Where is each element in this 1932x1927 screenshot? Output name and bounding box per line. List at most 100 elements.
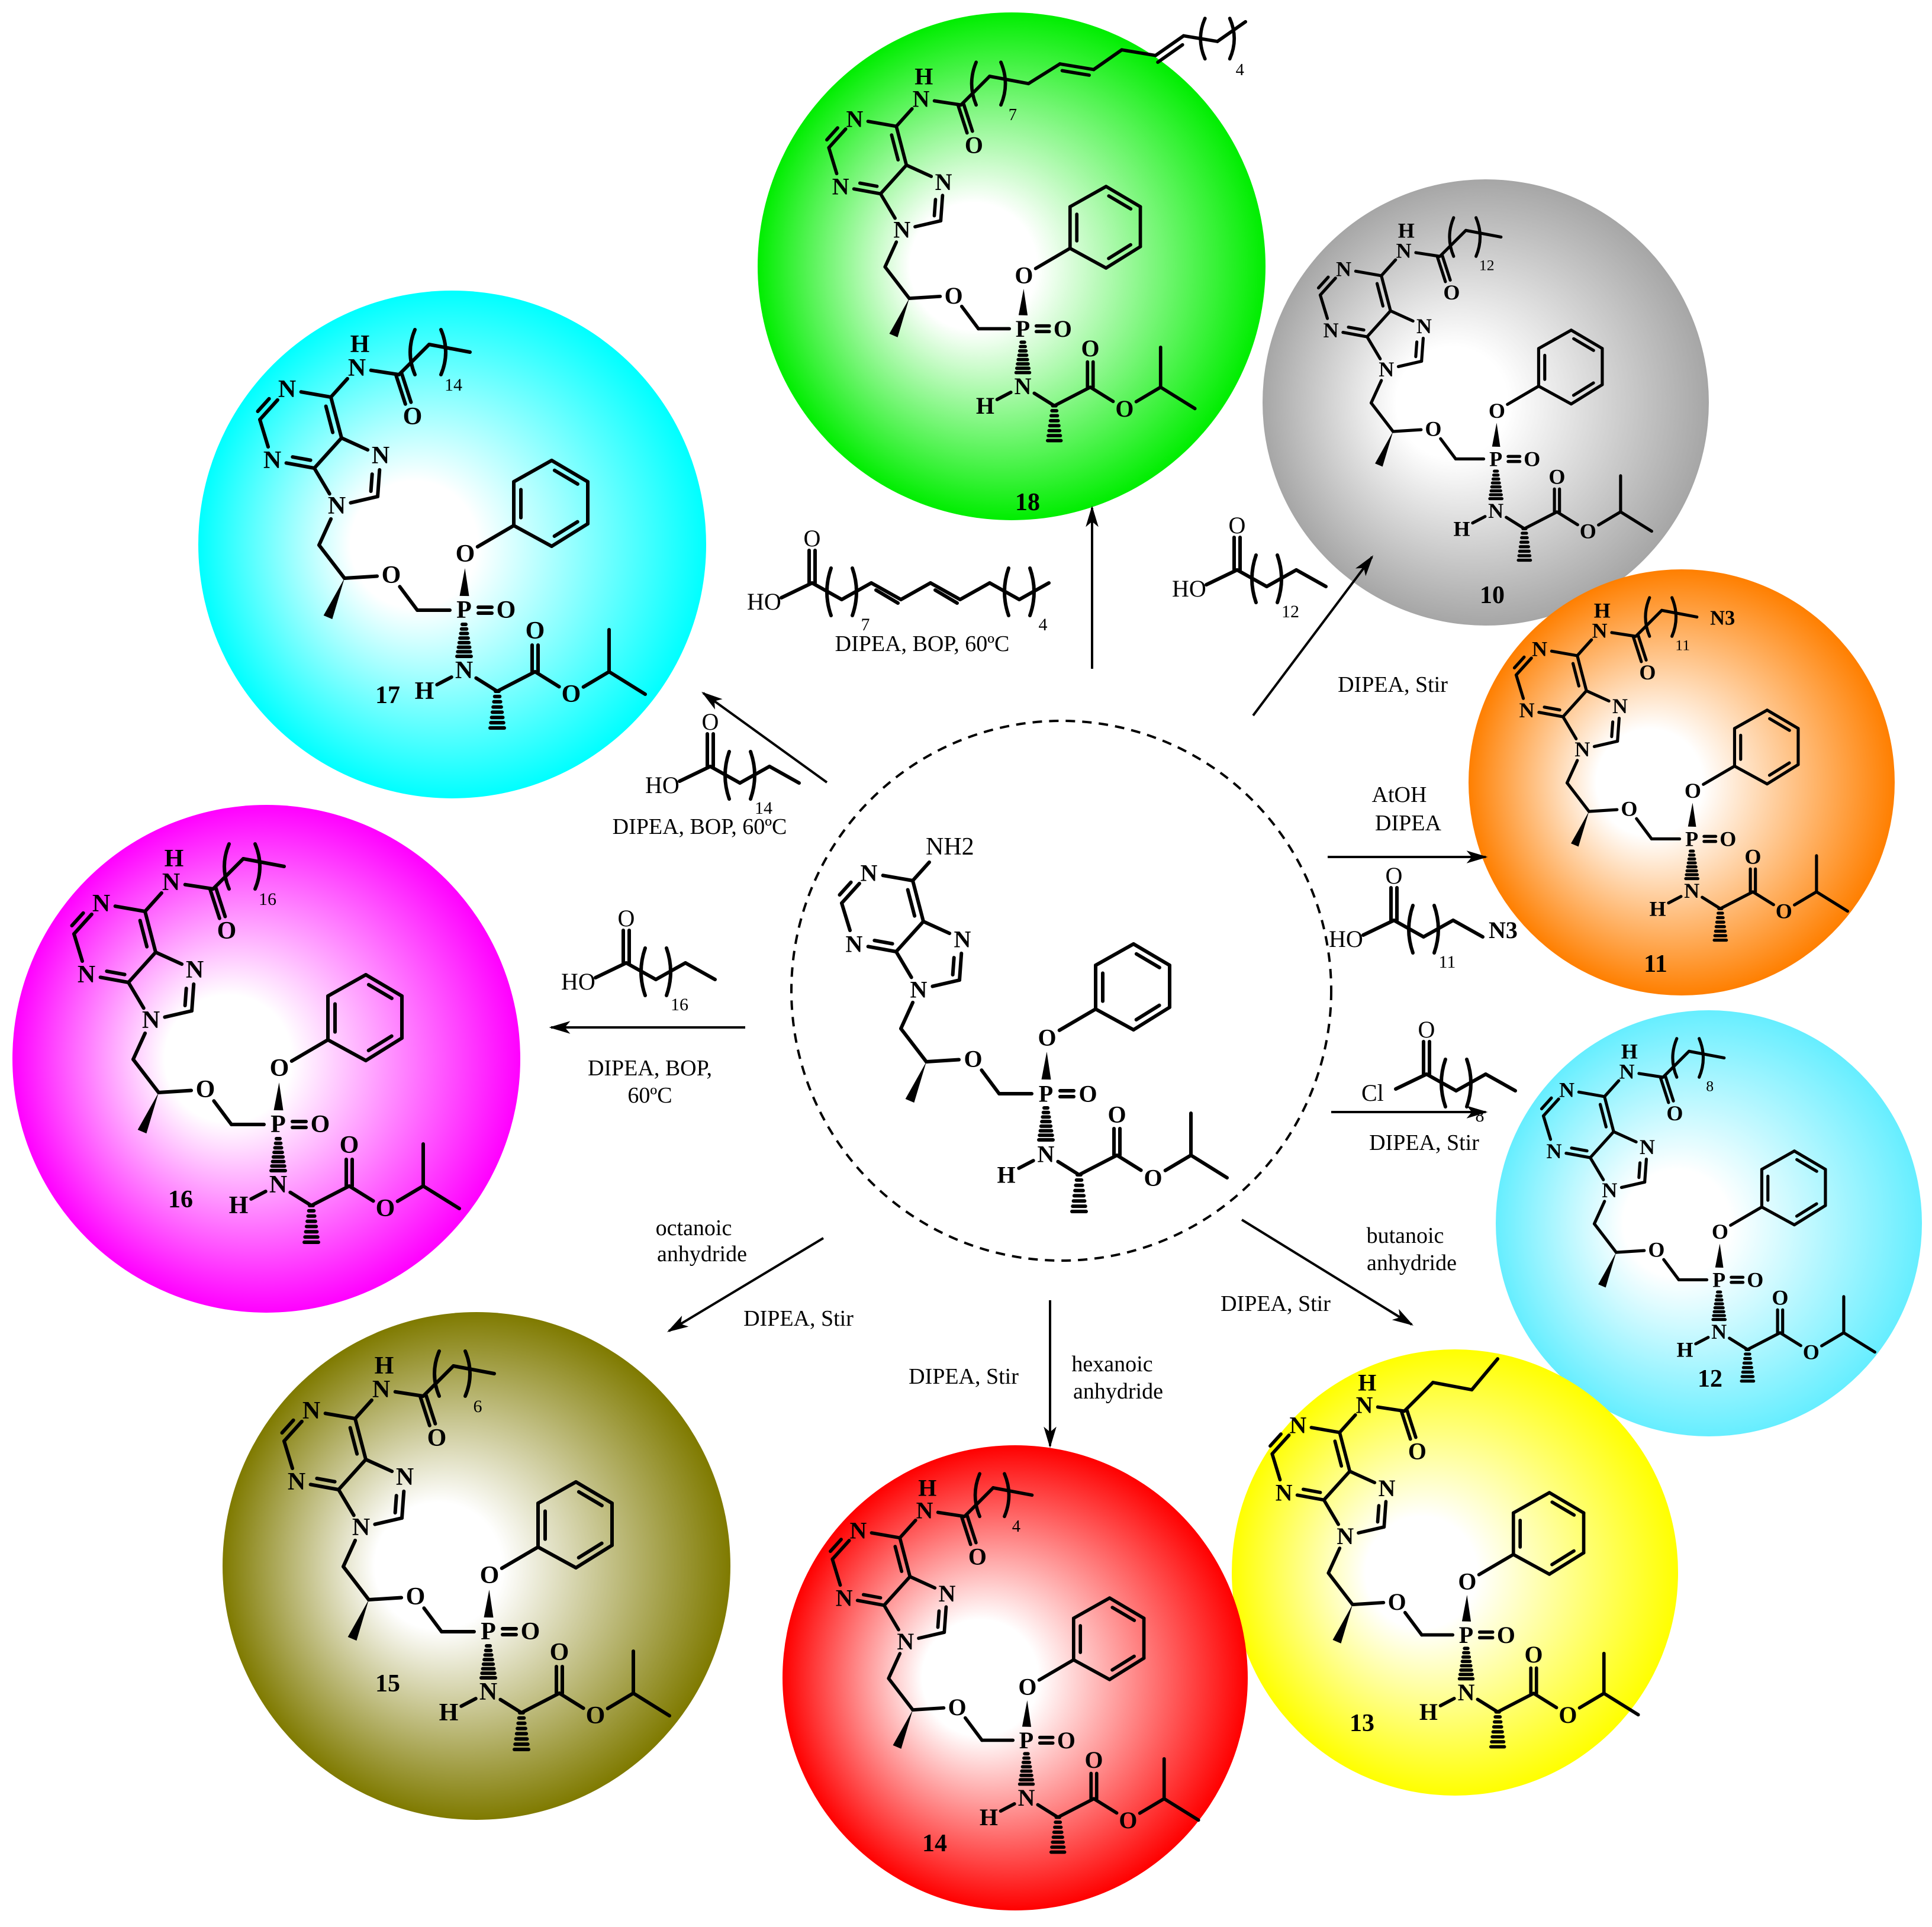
bond <box>830 1539 851 1561</box>
bond <box>574 1480 614 1505</box>
atom-label-n: N <box>1038 1141 1055 1168</box>
atom-label-n: N <box>1379 357 1394 381</box>
bond <box>911 860 931 882</box>
bond <box>1555 510 1579 527</box>
bond <box>1068 246 1108 270</box>
atom-label-n: N <box>1015 373 1032 399</box>
bond <box>942 1605 948 1634</box>
wedge-bond <box>137 1093 159 1134</box>
bond <box>1541 1114 1553 1141</box>
atom-label-n: N <box>846 931 863 958</box>
double-bond <box>874 588 900 605</box>
reagent-carbonyl-o: O <box>1418 1016 1435 1043</box>
bond <box>1634 608 1664 638</box>
compound-number: 16 <box>168 1186 193 1213</box>
reaction-condition: DIPEA, Stir <box>743 1306 854 1331</box>
bond <box>1603 1095 1615 1133</box>
atom-label-o: O <box>968 1543 987 1570</box>
atom-label-h: H <box>439 1699 459 1726</box>
atom-label-o: O <box>586 1702 606 1729</box>
double-bond <box>1659 1076 1670 1104</box>
bond <box>308 1483 340 1491</box>
bond <box>936 1510 967 1519</box>
bond <box>1505 515 1526 530</box>
bond <box>536 1480 578 1505</box>
atom-label-n: N <box>1574 737 1590 761</box>
bond <box>313 466 331 496</box>
bond <box>925 1058 961 1064</box>
atom-label-n: N <box>278 376 296 403</box>
double-bond <box>1637 1161 1642 1180</box>
reagent-head-group: HO <box>747 588 781 615</box>
bond <box>581 670 611 689</box>
atom-label-n: N <box>1592 619 1608 643</box>
bond <box>393 1390 425 1398</box>
bond <box>1107 1656 1146 1681</box>
repeat-count: 12 <box>1281 602 1299 621</box>
double-bond <box>256 397 271 413</box>
bond <box>1597 510 1622 527</box>
bond <box>1037 1658 1076 1682</box>
double-bond <box>1768 717 1791 732</box>
bond <box>1104 244 1142 270</box>
bond <box>435 675 453 687</box>
atom-label-n: N <box>846 106 864 133</box>
repeat-bracket-left <box>223 842 231 891</box>
atom-label-h: H <box>1358 1369 1376 1396</box>
compound-sphere-11 <box>1469 569 1895 995</box>
bond <box>1728 1336 1749 1351</box>
reaction-condition: DIPEA, BOP, 60ºC <box>835 631 1010 656</box>
repeat-bracket-left <box>973 1472 981 1519</box>
atom-label-o: O <box>1776 900 1792 923</box>
repeat-bracket-right <box>1276 553 1283 604</box>
bond <box>1477 1552 1515 1577</box>
atom-label-o: O <box>526 617 545 645</box>
bond <box>1576 638 1593 658</box>
compound-number: 12 <box>1698 1365 1722 1393</box>
bond <box>1569 328 1604 350</box>
repeat-count: 8 <box>1706 1077 1714 1094</box>
bond <box>1667 895 1683 905</box>
bond <box>1564 1152 1592 1159</box>
bond <box>422 1606 443 1633</box>
atom-label-n: N <box>1396 239 1412 263</box>
atom-label-n: N <box>1018 1784 1035 1811</box>
repeat-bracket-right <box>1465 1058 1473 1108</box>
starting-material-dashed-circle <box>790 720 1332 1262</box>
bond <box>907 294 942 300</box>
repeat-bracket-right <box>463 1349 472 1398</box>
bond <box>183 882 215 891</box>
atom-label-o: O <box>521 1618 540 1645</box>
reaction-arrows <box>549 505 1488 1448</box>
compound-sphere-13 <box>1232 1349 1678 1796</box>
bond <box>398 585 419 612</box>
repeat-count: 6 <box>474 1397 482 1416</box>
bond <box>143 910 157 954</box>
double-bond <box>1550 1500 1576 1517</box>
double-bond <box>858 181 879 188</box>
bond <box>1318 276 1337 297</box>
bond <box>1592 1222 1618 1254</box>
bond <box>1056 1159 1081 1177</box>
atom-label-o: O <box>1458 1568 1476 1595</box>
reaction-condition: DIPEA, BOP, <box>588 1056 712 1081</box>
atom-label-n: N <box>372 442 389 469</box>
double-bond <box>1110 1654 1136 1672</box>
bond <box>1134 385 1163 404</box>
double-bond <box>1110 1606 1136 1622</box>
atom-label-n: N <box>455 657 473 684</box>
double-bond <box>861 1593 883 1600</box>
atom-label-o: O <box>1107 1101 1126 1128</box>
bond <box>364 1458 394 1474</box>
double-bond <box>1107 194 1133 211</box>
bond <box>963 1716 984 1742</box>
bond <box>533 670 561 689</box>
atom-label-n: N <box>1547 1139 1562 1163</box>
bond <box>242 857 286 868</box>
bond <box>1778 1331 1802 1348</box>
azide-group: N3 <box>1489 917 1518 943</box>
bond <box>98 975 130 984</box>
bond <box>1077 1153 1119 1177</box>
bond <box>1565 759 1579 785</box>
bond <box>1391 428 1423 433</box>
